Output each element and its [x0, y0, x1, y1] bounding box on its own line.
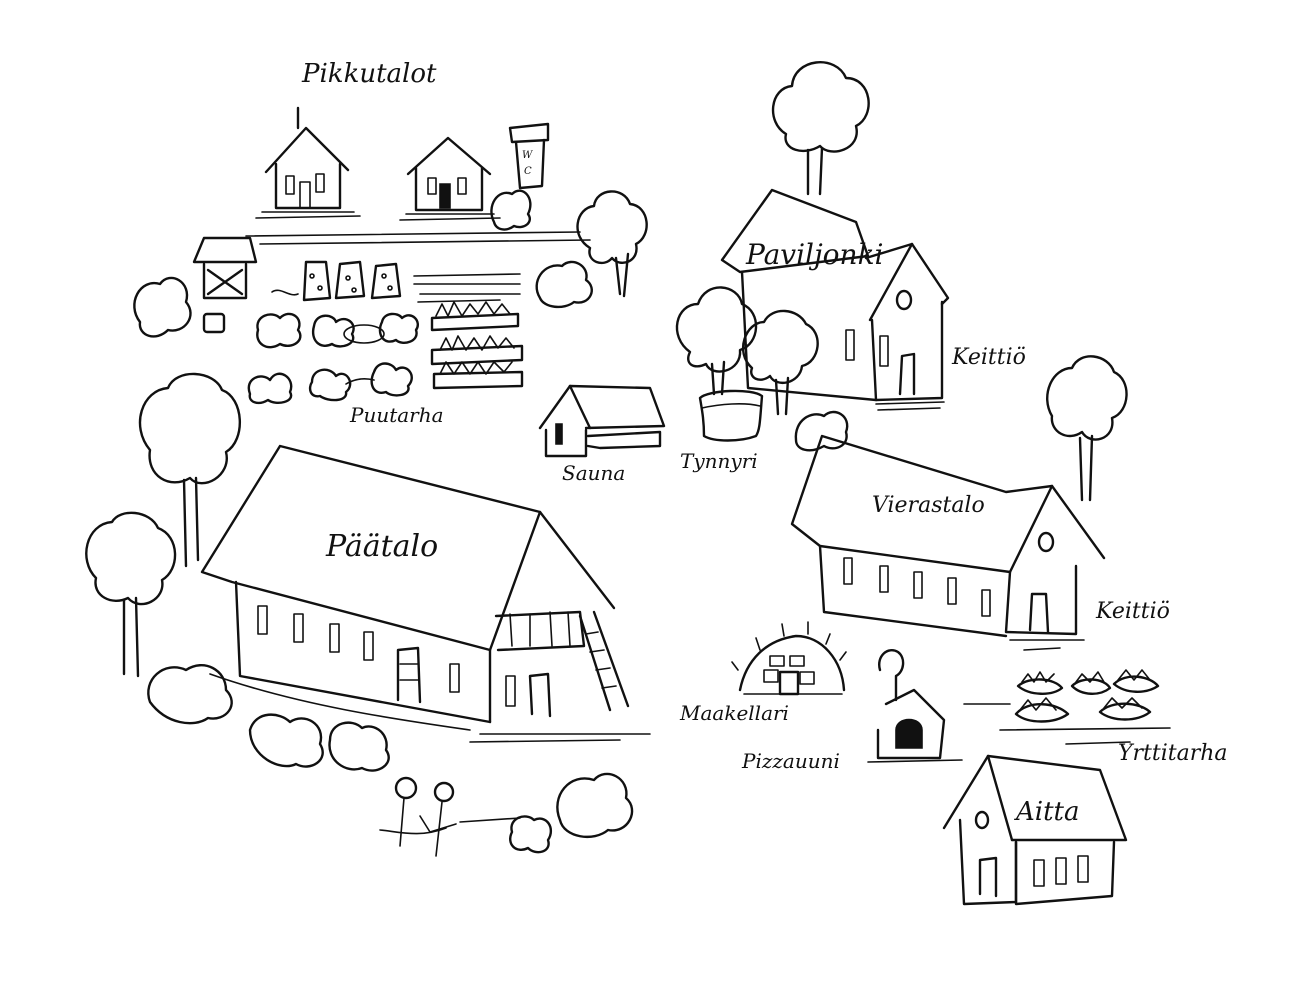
- pikkutalot-area: W C: [194, 108, 590, 332]
- bush-near-tynnyri: [796, 412, 847, 450]
- bush-bottom-small: [510, 816, 551, 852]
- path-lines: [246, 232, 590, 244]
- wc-building: W C: [510, 124, 548, 188]
- garden-bush-5: [310, 370, 350, 400]
- bush-front-paatalo-1: [148, 665, 231, 723]
- tree-front-paviljonki-1: [677, 287, 756, 394]
- garden-plants-1: [436, 302, 510, 316]
- bush-front-paatalo-2: [250, 715, 323, 767]
- small-cottage-1: [256, 108, 360, 218]
- small-plant: [272, 290, 298, 295]
- label-keittio-vierastalo: Keittiö: [1095, 599, 1170, 624]
- garden-shed: [194, 238, 256, 298]
- label-maakellari: Maakellari: [679, 701, 789, 725]
- label-paviljonki: Paviljonki: [745, 238, 884, 271]
- garden-bed-2: [336, 262, 364, 298]
- garden-bush-1: [257, 314, 300, 347]
- wc-letter-c: C: [524, 166, 532, 177]
- garden-plants-3: [440, 362, 512, 374]
- label-aitta: Aitta: [1014, 797, 1080, 827]
- bush-near-sauna: [537, 262, 592, 307]
- garden-plants-2: [440, 336, 514, 350]
- label-pikkutalot: Pikkutalot: [301, 59, 437, 89]
- label-sauna: Sauna: [562, 461, 625, 485]
- label-tynnyri: Tynnyri: [680, 449, 758, 473]
- bush-front-paatalo-3: [329, 723, 388, 771]
- vierastalo-building: [792, 436, 1104, 650]
- garden-bush-6: [372, 364, 412, 396]
- yrttitarha-herb-garden: [964, 670, 1170, 744]
- paviljonki-building: [722, 190, 948, 410]
- small-cottage-2: [400, 138, 500, 220]
- garden-bed-3: [372, 264, 400, 298]
- label-puutarha: Puutarha: [349, 403, 444, 427]
- bush-left-garden: [134, 278, 190, 337]
- garden-bush-4: [249, 374, 291, 403]
- tree-right-keittio: [1047, 356, 1126, 500]
- sauna-building: [540, 386, 664, 456]
- bush-near-wc: [491, 191, 530, 230]
- label-pizzauuni: Pizzauuni: [741, 749, 840, 773]
- garden-bush-3: [380, 314, 418, 343]
- tree-far-left: [86, 513, 175, 676]
- garden-bed-1: [304, 262, 330, 300]
- bucket: [204, 314, 224, 332]
- tree-near-sauna: [578, 191, 647, 296]
- label-paatalo: Päätalo: [325, 529, 438, 564]
- label-yrttitarha: Yrttitarha: [1118, 741, 1228, 766]
- garden-rows-top: [414, 274, 520, 302]
- flowers: [380, 778, 520, 856]
- bush-bottom-large: [557, 774, 632, 837]
- tree-left-paatalo: [140, 374, 240, 566]
- pizzauuni-oven: [868, 650, 962, 762]
- tynnyri-barrel: [700, 391, 762, 441]
- tree-front-paviljonki-2: [743, 311, 818, 414]
- garden-pond: [344, 325, 384, 343]
- paatalo-building: [202, 446, 650, 742]
- wc-letter-w: W: [522, 150, 533, 161]
- garden-bed-row-2: [432, 346, 522, 364]
- puutarha-garden: [249, 262, 522, 403]
- garden-bed-row-3: [434, 372, 522, 388]
- garden-path: [346, 379, 374, 384]
- aitta-building: [944, 756, 1126, 904]
- label-vierastalo: Vierastalo: [872, 493, 985, 518]
- maakellari-cellar: [732, 622, 846, 694]
- tree-top-paviljonki: [773, 62, 869, 194]
- garden-bush-2: [313, 316, 354, 347]
- label-keittio-paviljonki: Keittiö: [951, 345, 1026, 370]
- garden-bed-row-1: [432, 314, 518, 330]
